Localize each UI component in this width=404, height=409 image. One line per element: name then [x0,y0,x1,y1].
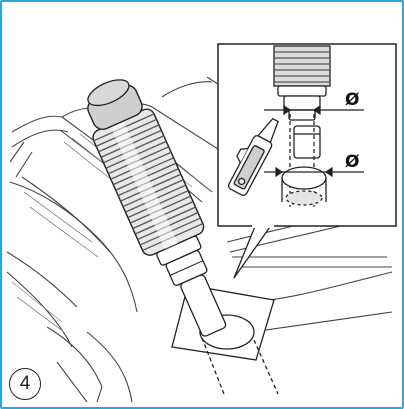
lower-diameter-label: Ø [345,152,360,172]
main-vent-pipe [87,79,227,337]
step-number-badge: 4 [9,368,41,400]
upper-diameter-label: Ø [345,90,360,110]
detail-pipe [273,45,331,207]
step-number: 4 [19,373,31,394]
utility-knife-icon [227,117,279,196]
dimension-arrow-icon [264,104,364,178]
